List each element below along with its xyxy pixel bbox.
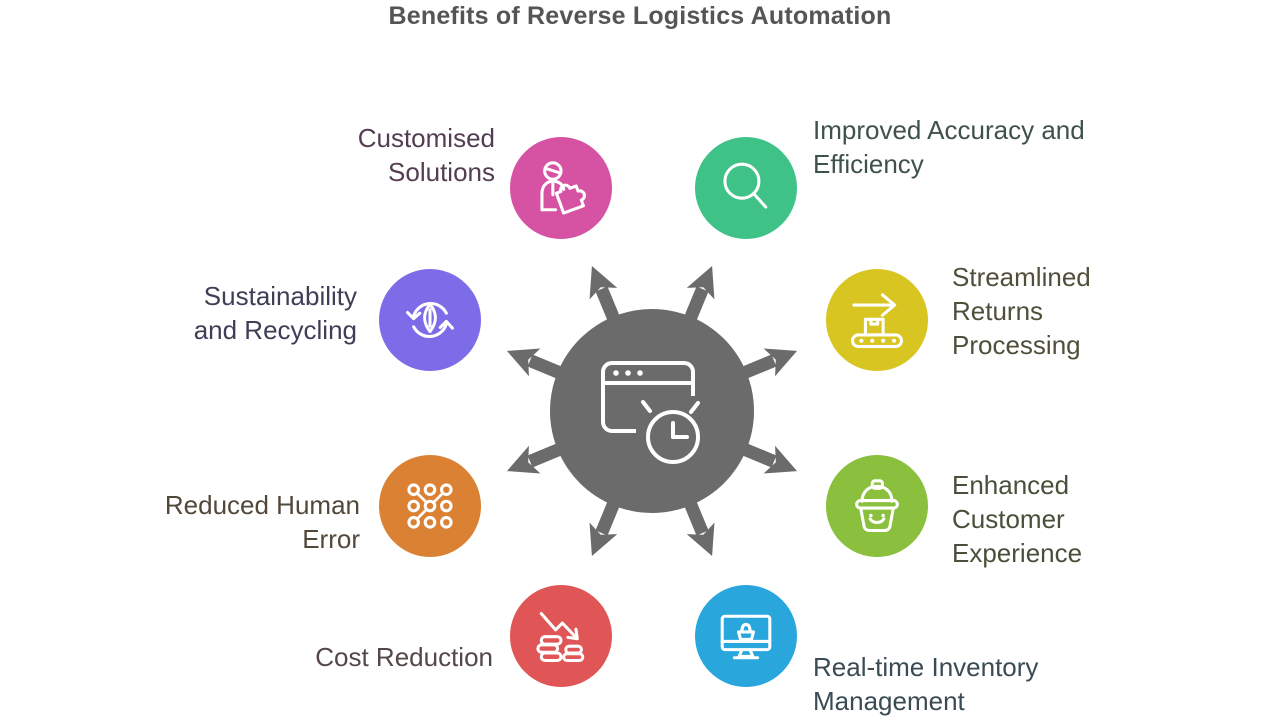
magnifying-glass-icon — [723, 162, 768, 209]
node-label-improved-accuracy: Improved Accuracy and Efficiency — [813, 115, 1085, 179]
person-puzzle-icon — [540, 161, 586, 215]
monitor-shopping-basket-icon — [720, 614, 772, 660]
coins-decline-arrow-icon — [536, 612, 585, 663]
node-label-sustainability: Sustainability and Recycling — [193, 281, 357, 345]
node-circle-improved-accuracy — [695, 137, 797, 239]
node-label-cost-reduction: Cost Reduction — [315, 642, 493, 672]
node-circle-reduced-error — [379, 455, 481, 557]
node-circle-sustainability — [379, 269, 481, 371]
node-label-realtime-inventory: Real-time Inventory Management — [813, 652, 1039, 716]
node-label-enhanced-customer: Enhanced Customer Experience — [952, 470, 1083, 568]
node-circle-enhanced-customer — [826, 455, 928, 557]
conveyor-belt-arrow-icon — [850, 293, 904, 349]
node-circle-customised-solutions — [510, 137, 612, 239]
hub-spokes-graphic — [506, 265, 798, 557]
node-circle-cost-reduction — [510, 585, 612, 687]
smiling-basket-icon — [855, 479, 899, 533]
diagram-title: Benefits of Reverse Logistics Automation — [388, 2, 892, 30]
node-circle-realtime-inventory — [695, 585, 797, 687]
app-window-clock-icon — [601, 361, 700, 464]
node-circle-streamlined-returns — [826, 269, 928, 371]
automation-hub-graphic — [487, 246, 817, 576]
connected-dots-pattern-icon — [407, 483, 453, 529]
node-label-reduced-error: Reduced Human Error — [164, 490, 360, 554]
node-label-customised-solutions: Customised Solutions — [357, 123, 495, 187]
node-label-streamlined-returns: Streamlined Returns Processing — [952, 262, 1091, 360]
leaf-recycle-icon — [406, 302, 454, 338]
